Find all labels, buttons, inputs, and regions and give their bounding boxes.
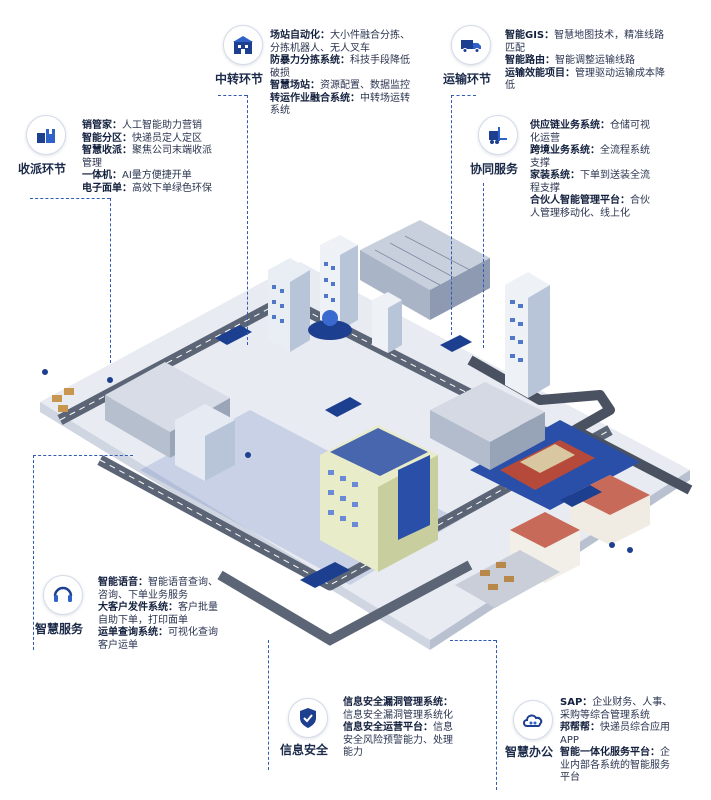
leader-collect [110, 198, 111, 363]
section-transport-text: 智能GIS：智慧地图技术，精准线路 匹配 智能路由：智能调整运输线路 运输效能项… [505, 30, 665, 91]
section-collect-text: 销管家：人工智能助力营销 智能分区：快递员定人定区 智慧收派：聚焦公司末端收派 … [82, 120, 212, 194]
leader-transfer-h [218, 95, 247, 96]
section-service-text: 智能语音：智能语音查询、 咨询、下单业务服务 大客户发件系统：客户批量 自助下单… [98, 577, 218, 651]
distribution-center [360, 220, 490, 290]
leader-cooperate [483, 183, 484, 348]
leader-transport-h [451, 95, 476, 96]
section-title: 信息安全 [280, 743, 329, 757]
leader-transport [451, 95, 452, 335]
leader-transfer [247, 95, 248, 345]
bottom-road [217, 560, 473, 646]
package-icon-badge [26, 115, 66, 155]
truck-2 [325, 397, 362, 417]
section-transfer-text: 场站自动化：大小件融合分拣、 分拣机器人、无人叉车 防暴力分拣系统：科技手段降低… [270, 30, 410, 116]
forklift-icon [489, 127, 507, 144]
section-title: 协同服务 [470, 162, 519, 176]
headset-icon [53, 586, 73, 602]
section-cooperate-text: 供应链业务系统：仓储可视 化运营 跨境业务系统：全流程系统 支撑 家装系统：下单… [530, 120, 650, 219]
leader-service-h [33, 455, 133, 456]
section-office-text: SAP：企业财务、人事、 采购等综合管理系统 邦帮帮：快递员综合应用 APP 智… [560, 697, 673, 783]
leader-office [496, 640, 497, 790]
package-icon [37, 129, 55, 143]
truck-icon [461, 40, 481, 53]
truck-icon-badge [451, 25, 491, 65]
shield-icon-badge [288, 698, 328, 738]
cloud-icon-badge [513, 700, 553, 740]
section-title: 中转环节 [215, 72, 264, 86]
leader-security [268, 640, 269, 770]
truck-4 [300, 562, 350, 588]
hub-icon-base [308, 320, 352, 340]
section-title: 智慧办公 [505, 745, 554, 759]
section-title: 智慧服务 [35, 622, 84, 636]
leader-office-h [450, 640, 496, 641]
shield-icon [300, 708, 316, 728]
building-icon [233, 36, 253, 54]
cloud-icon [523, 714, 543, 727]
building-icon-badge [223, 25, 263, 65]
section-security-text: 信息安全漏洞管理系统： 信息安全漏洞管理系统化 信息安全运营平台：信息 安全风险… [343, 697, 453, 758]
truck-3 [440, 335, 472, 352]
section-title: 收派环节 [18, 162, 67, 176]
truck-1 [215, 325, 252, 345]
leader-collect-h [30, 198, 110, 199]
leader-service [33, 455, 34, 650]
truck-5 [560, 485, 602, 507]
warehouse-right [430, 382, 545, 442]
headset-icon-badge [43, 575, 83, 615]
section-title: 运输环节 [443, 72, 492, 86]
forklift-icon-badge [478, 115, 518, 155]
